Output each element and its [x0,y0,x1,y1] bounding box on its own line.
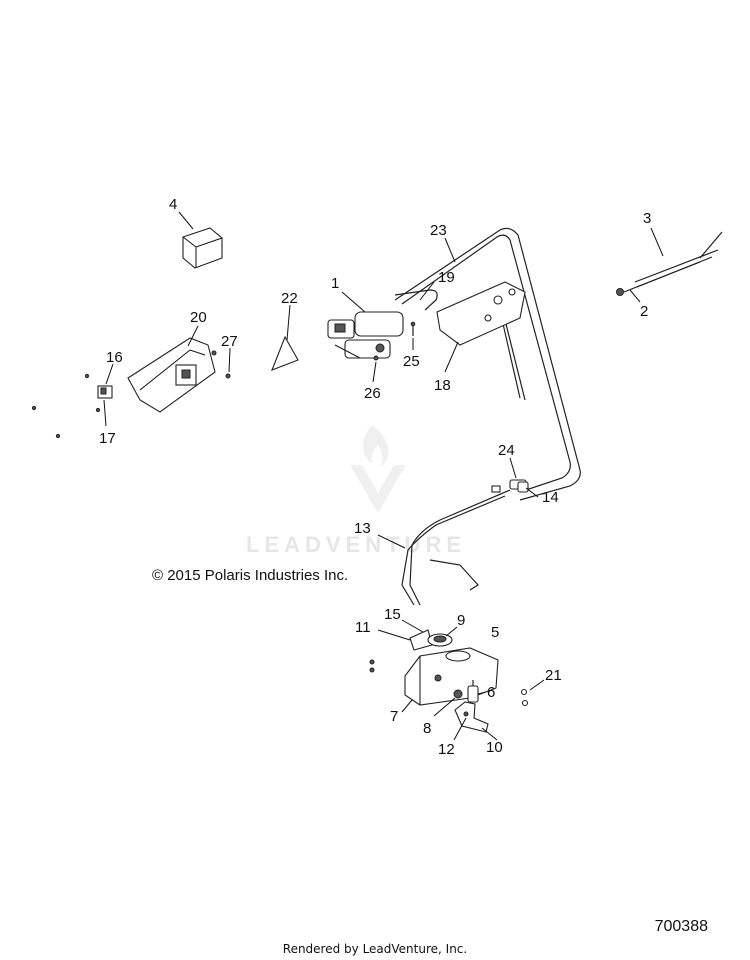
leader-22 [286,304,291,341]
leader-20 [187,325,199,347]
callout-1[interactable]: 1 [331,275,339,292]
loose-fasteners-tank [369,659,375,673]
callout-8[interactable]: 8 [423,720,431,737]
part-4-box[interactable] [182,227,223,269]
callout-18[interactable]: 18 [434,377,451,394]
leader-12 [453,717,467,741]
callout-14[interactable]: 14 [542,489,559,506]
callout-11[interactable]: 11 [355,619,371,636]
part-25-screw[interactable] [410,321,416,336]
leader-19 [419,281,435,301]
callout-24[interactable]: 24 [498,442,515,459]
footer-rendered-by: Rendered by LeadVenture, Inc. [282,942,468,956]
copyright-notice: © 2015 Polaris Industries Inc. [152,567,349,584]
part-2-wiper-arm[interactable] [616,261,701,296]
part-1-wiper-motor[interactable] [327,311,404,359]
part-21-nut[interactable] [520,688,529,707]
diagram-id: 700388 [654,918,708,935]
leader-18 [444,341,459,373]
leader-1 [341,291,366,313]
leader-7 [401,699,413,713]
callout-17[interactable]: 17 [99,430,116,447]
leader-3 [650,227,664,257]
leader-13 [377,534,406,549]
part-14-connector[interactable] [517,481,529,493]
leadventure-watermark: LEADVENTURE [246,532,467,557]
part-9-cap[interactable] [427,633,453,647]
leader-8 [433,697,456,717]
part-27-fastener[interactable] [211,350,231,379]
leader-4 [178,211,194,230]
callout-16[interactable]: 16 [106,349,123,366]
leader-21 [529,679,545,691]
part-22-seal[interactable] [271,335,299,371]
leader-24 [509,457,517,479]
part-13-harness[interactable] [401,485,511,606]
leader-16 [105,363,114,385]
part-7-reservoir[interactable] [404,647,499,706]
leader-2 [629,289,641,303]
callout-12[interactable]: 12 [438,741,455,758]
callout-3[interactable]: 3 [643,210,651,227]
leader-23 [444,237,456,263]
part-26-screw[interactable] [373,355,379,361]
part-16-switch[interactable] [97,385,113,399]
leader-14 [525,487,539,498]
callout-15[interactable]: 15 [384,606,401,623]
callout-20[interactable]: 20 [190,309,207,326]
part-3-wiper-blade[interactable] [634,231,723,288]
callout-9[interactable]: 9 [457,612,465,629]
watermark-logo-icon [350,425,406,513]
callout-23[interactable]: 23 [430,222,447,239]
leader-15 [401,619,424,633]
loose-fasteners-left [31,373,101,439]
leader-6 [477,691,487,695]
callout-13[interactable]: 13 [354,520,371,537]
leader-11 [377,629,411,641]
callout-26[interactable]: 26 [364,385,381,402]
callout-25[interactable]: 25 [403,353,420,370]
callout-22[interactable]: 22 [281,290,298,307]
callout-27[interactable]: 27 [221,333,238,350]
part-18-motor-cover[interactable] [436,281,526,346]
leader-9 [445,626,458,637]
leader-27 [228,347,231,373]
part-12-fastener[interactable] [463,711,469,717]
callout-4[interactable]: 4 [169,196,177,213]
part-10-bracket[interactable] [454,701,489,733]
part-20-housing[interactable] [127,337,216,413]
part-8-grommet[interactable] [453,689,463,699]
callout-7[interactable]: 7 [390,708,398,725]
callout-5[interactable]: 5 [491,624,499,641]
callout-19[interactable]: 19 [438,269,455,286]
callout-10[interactable]: 10 [486,739,503,756]
leader-10 [481,727,498,741]
part-23-washer-hose[interactable] [394,227,581,501]
callout-21[interactable]: 21 [545,667,562,684]
part-19-hose-section[interactable] [394,289,438,311]
leader-17 [103,399,107,427]
callout-6[interactable]: 6 [487,684,495,701]
callout-2[interactable]: 2 [640,303,648,320]
leader-26 [372,361,377,383]
